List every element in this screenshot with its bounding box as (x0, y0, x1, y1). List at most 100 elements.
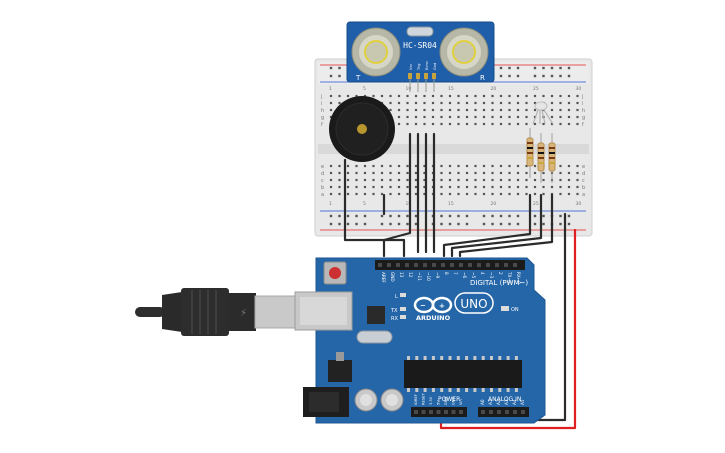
l-led-label: L (395, 294, 398, 300)
column-number: 30 (576, 201, 582, 207)
column-number: 10 (406, 201, 412, 207)
digital-pin-label: 7 (453, 272, 458, 275)
power-pin-label: RESET (422, 393, 426, 405)
row-letter: e (321, 164, 324, 170)
microcontroller-pins (407, 356, 518, 392)
digital-pin-label: ~5 (471, 272, 476, 279)
digital-pin-label: ~10 (426, 272, 431, 281)
resistor-band (538, 157, 544, 159)
column-number: 5 (363, 86, 366, 92)
piezo-buzzer[interactable] (329, 96, 395, 162)
breadboard-center-channel (318, 144, 589, 154)
sensor-pin-label: Trig (417, 64, 421, 71)
digital-pin-label: 12 (408, 272, 413, 278)
resistor-band (538, 147, 544, 149)
voltage-regulator (328, 360, 352, 382)
power-pin-label: IOREF (414, 394, 418, 405)
column-number: 25 (533, 201, 539, 207)
l-led (400, 293, 406, 297)
reset-button-cap (329, 267, 341, 279)
row-letter: g (321, 115, 324, 121)
sensor-pin-label: Vcc (409, 64, 413, 70)
analog-header-label: ANALOG IN (488, 396, 521, 403)
wire-led-blue[interactable] (458, 193, 554, 258)
digital-header-label: DIGITAL (PWM~) (470, 279, 528, 287)
resistor-band (527, 142, 533, 144)
row-letter: h (582, 108, 585, 114)
resistor-band (549, 162, 555, 164)
arduino-infinity-logo-icon (413, 296, 453, 314)
svg-text:−: − (420, 302, 426, 310)
column-number: 25 (533, 86, 539, 92)
analog-pin-header (478, 407, 529, 417)
column-number: 1 (329, 86, 332, 92)
resistor-band (549, 147, 555, 149)
column-number: 30 (576, 86, 582, 92)
analog-pin-label: A2 (496, 399, 501, 405)
power-pin-label: 5V (437, 400, 441, 405)
buzzer-center-dot (357, 124, 367, 134)
row-letter: d (582, 171, 585, 177)
sensor-pin-label: Gnd (433, 63, 437, 70)
usb-cable[interactable]: ⚡ (135, 288, 296, 336)
row-letter: g (582, 115, 585, 121)
sensor-pin-label: Echo (425, 61, 429, 70)
uno-model-label: UNO (460, 297, 487, 311)
usb-symbol-icon: ⚡ (240, 308, 247, 319)
rx-led-label: RX (391, 316, 398, 322)
column-number: 20 (491, 86, 497, 92)
resistor-band (527, 157, 533, 159)
analog-pin-label: A4 (512, 399, 517, 405)
sensor-pin (424, 73, 428, 79)
row-letter: i (321, 101, 322, 107)
rgb-led[interactable] (532, 101, 554, 125)
tx-led (400, 307, 406, 311)
power-pin-label: GND (444, 397, 448, 405)
crystal-oscillator (356, 330, 393, 344)
header-pin-holes (378, 263, 525, 414)
atmega-microcontroller (404, 360, 522, 388)
resistor-band (549, 157, 555, 159)
row-letter: j (320, 94, 322, 100)
usb-cable-strain (135, 307, 165, 317)
column-number: 20 (491, 201, 497, 207)
digital-pin-label: RX←0 (516, 272, 521, 284)
row-letter: a (582, 192, 585, 198)
analog-pin-label: A0 (480, 399, 485, 405)
digital-pin-label: TX→1 (507, 271, 512, 284)
resistor-band (538, 162, 544, 164)
tx-led-label: TX (390, 308, 398, 314)
wire-buzzer[interactable] (343, 158, 406, 258)
row-letter: j (581, 94, 583, 100)
digital-pin-label: 2 (498, 272, 503, 275)
digital-pin-label: AREF (381, 272, 386, 283)
svg-text:+: + (439, 302, 445, 310)
digital-pin-label: ~9 (435, 272, 440, 279)
column-number: 15 (448, 86, 454, 92)
wire-led-red[interactable] (442, 193, 532, 258)
row-letter: f (582, 122, 584, 128)
digital-pin-label: 13 (399, 272, 404, 278)
power-pin-label: 3.3V (429, 396, 433, 405)
row-letter: e (582, 164, 585, 170)
column-number: 5 (363, 201, 366, 207)
sensor-crystal (406, 26, 434, 37)
on-led (501, 306, 509, 311)
column-number: 10 (406, 86, 412, 92)
usb-plug-metal (254, 295, 296, 329)
sensor-model-label: HC-SR04 (403, 41, 437, 50)
row-letter: f (321, 122, 323, 128)
arduino-brand-label: ARDUINO (416, 314, 451, 322)
wire-sensor-vcc[interactable] (382, 132, 412, 258)
sensor-pin-header: Vcc Trig Echo Gnd (408, 61, 437, 92)
on-led-label: ON (511, 307, 519, 313)
wire-led-green[interactable] (450, 193, 543, 258)
analog-pin-label: A1 (488, 399, 493, 405)
analog-pin-label: A3 (504, 399, 509, 405)
